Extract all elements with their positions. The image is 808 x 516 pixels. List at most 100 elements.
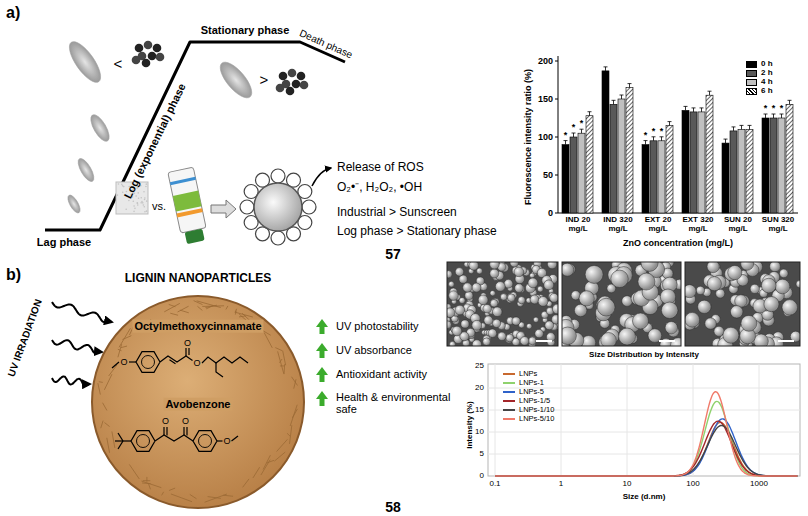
scale-bar bbox=[659, 340, 675, 342]
chemical-bond bbox=[216, 363, 223, 377]
lignin-texture bbox=[112, 431, 115, 448]
powder-grain bbox=[128, 200, 130, 202]
powder-grain bbox=[140, 202, 142, 204]
lignin-texture bbox=[275, 348, 282, 351]
lignin-texture bbox=[197, 306, 202, 310]
powder-grain bbox=[146, 210, 148, 212]
sem-sphere bbox=[510, 262, 518, 267]
lignin-texture bbox=[267, 460, 274, 463]
cell-dot bbox=[286, 87, 295, 96]
legend-line-sample bbox=[503, 373, 515, 375]
lignin-texture bbox=[277, 439, 288, 451]
lignin-texture bbox=[190, 494, 197, 498]
cell-dot bbox=[144, 41, 153, 50]
sem-sphere bbox=[641, 262, 658, 271]
error-bar bbox=[684, 106, 688, 110]
y-axis bbox=[558, 56, 559, 213]
sem-sphere bbox=[775, 279, 790, 294]
tick-label: 1 bbox=[559, 479, 563, 488]
size-distribution-curve bbox=[495, 392, 797, 476]
chemical-bond bbox=[185, 348, 186, 356]
lignin-texture bbox=[290, 405, 297, 426]
bar bbox=[570, 137, 577, 213]
increase-arrow bbox=[316, 391, 328, 399]
sem-background bbox=[447, 262, 558, 346]
figure-number: 58 bbox=[385, 499, 401, 515]
sem-sphere bbox=[707, 262, 719, 273]
error-bar bbox=[692, 108, 696, 112]
powder-grain bbox=[146, 200, 148, 202]
bar bbox=[562, 145, 569, 213]
bar bbox=[618, 99, 625, 213]
legend-line-sample bbox=[503, 400, 515, 402]
aromatic-circle bbox=[137, 435, 150, 448]
lignin-texture bbox=[164, 303, 180, 311]
sem-sphere bbox=[552, 315, 558, 324]
sem-sphere bbox=[528, 337, 536, 345]
lignin-texture bbox=[107, 438, 110, 453]
tick-label: 50 bbox=[543, 170, 553, 180]
sem-sphere bbox=[770, 262, 781, 272]
powder-grain bbox=[117, 194, 119, 196]
bar bbox=[626, 88, 633, 213]
lignin-texture bbox=[146, 477, 147, 482]
nanoparticle-circle: LIGNIN NANOPARTICLESOctylmethoxycinnamat… bbox=[88, 266, 308, 512]
lignin-texture bbox=[223, 495, 233, 496]
category-label: SUN 20 mg/L bbox=[718, 216, 758, 234]
legend-text: LNPs bbox=[519, 370, 537, 379]
benefit-text: UV absorbance bbox=[336, 344, 412, 357]
sem-sphere bbox=[461, 320, 469, 328]
bar bbox=[762, 118, 769, 213]
bar bbox=[786, 104, 793, 213]
lignin-texture bbox=[287, 433, 290, 436]
powder-grain bbox=[136, 202, 138, 204]
error-bar bbox=[740, 125, 744, 129]
sem-sphere bbox=[512, 317, 520, 325]
sem-sphere bbox=[619, 328, 636, 345]
sem-sphere bbox=[796, 280, 800, 288]
powder-grain bbox=[144, 199, 146, 201]
sem-sphere bbox=[698, 300, 711, 313]
lignin-texture bbox=[169, 488, 175, 490]
error-bar bbox=[612, 100, 616, 104]
powder-grain bbox=[133, 200, 135, 202]
sem-sphere bbox=[472, 283, 481, 292]
sem-frame bbox=[447, 262, 558, 346]
scale-bar bbox=[536, 340, 552, 342]
tube-stripe bbox=[170, 177, 196, 185]
atom-label: O bbox=[193, 358, 200, 368]
lignin-texture bbox=[292, 377, 298, 386]
sem-sphere bbox=[622, 296, 633, 307]
powder-grain bbox=[135, 195, 137, 197]
sem-sphere bbox=[754, 334, 768, 346]
molecule-name: Avobenzone bbox=[164, 398, 233, 411]
axis-title: Fluorescence intensity ratio (%) bbox=[523, 69, 533, 205]
lignin-texture bbox=[180, 310, 189, 313]
surface-particle bbox=[302, 200, 316, 214]
sem-sphere bbox=[498, 332, 506, 340]
tick-label: 0.1 bbox=[489, 479, 500, 488]
panel-label: a) bbox=[6, 4, 20, 22]
finding-text: Industrial > Sunscreen bbox=[337, 206, 457, 220]
chemical-bond bbox=[170, 360, 176, 364]
axis-title: ZnO concentration (mg/L) bbox=[623, 238, 733, 248]
sem-image bbox=[685, 262, 800, 346]
bar bbox=[746, 129, 753, 213]
sem-sphere bbox=[500, 294, 507, 301]
error-bar bbox=[628, 84, 632, 88]
sem-sphere bbox=[730, 306, 743, 319]
sem-sphere bbox=[528, 278, 538, 288]
legend-text: LNPs-5 bbox=[519, 388, 544, 397]
finding-text: O₂•⁻, H₂O₂, •OH bbox=[337, 181, 422, 195]
sem-sphere bbox=[723, 327, 739, 343]
sem-sphere bbox=[447, 271, 452, 278]
cell-dot bbox=[142, 59, 151, 68]
error-bar bbox=[580, 129, 584, 133]
sem-sphere bbox=[455, 268, 464, 277]
sem-sphere bbox=[455, 305, 465, 315]
scale-bar bbox=[778, 340, 794, 342]
sem-sphere bbox=[685, 285, 696, 298]
irradiation-label: UV IRRADIATION bbox=[6, 298, 45, 379]
grid-line bbox=[561, 364, 562, 476]
zno-particle bbox=[254, 183, 302, 231]
